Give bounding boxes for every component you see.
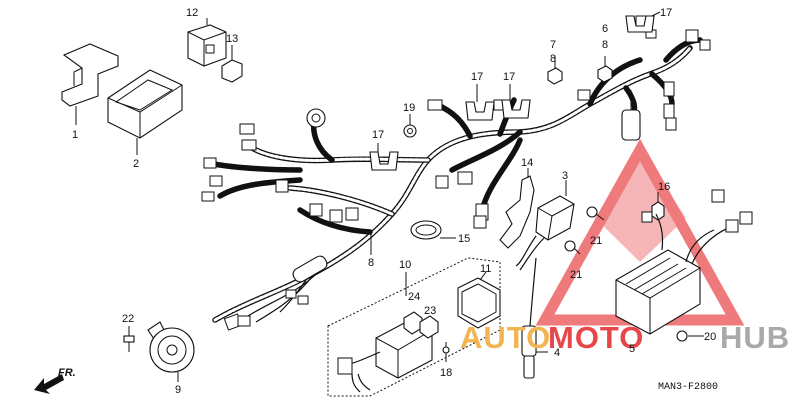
callout-numbers: 1 2 3 4 5 6 7 8 8 8 9 10 11 12 13 14 15 … (72, 7, 716, 396)
callout-4: 4 (554, 347, 560, 359)
callout-11: 11 (480, 263, 491, 275)
callout-8-b: 8 (602, 39, 608, 51)
callout-18: 18 (440, 367, 452, 379)
callout-23: 23 (424, 305, 436, 317)
callout-6: 6 (602, 23, 608, 35)
callout-13: 13 (226, 33, 238, 45)
callout-21-b: 21 (570, 269, 582, 281)
callout-9: 9 (175, 384, 181, 396)
callout-10: 10 (399, 259, 411, 271)
part-21-bolts (564, 206, 605, 255)
part-9-horn (147, 321, 195, 382)
callout-19: 19 (403, 102, 415, 114)
harness-sleeve (292, 255, 328, 283)
part-13-clip (221, 45, 243, 83)
callout-8-c: 8 (368, 257, 374, 269)
part-22-bolt (123, 326, 135, 352)
part-19-washer (403, 114, 417, 138)
callout-17-d: 17 (372, 129, 384, 141)
diagram-code: MAN3-F2800 (658, 382, 718, 393)
watermark-hub: HUB (720, 320, 790, 355)
part-3-ignition-coil (515, 180, 575, 271)
part-6-grommet (597, 56, 613, 83)
callout-24: 24 (408, 291, 420, 303)
harness-connectors (201, 15, 711, 331)
part-17-clips (369, 11, 661, 171)
callout-14: 14 (521, 157, 533, 169)
part-7-grommet (547, 56, 563, 85)
callout-22: 22 (122, 313, 134, 325)
callout-20: 20 (704, 331, 716, 343)
part-11-connector-box (457, 271, 501, 329)
callout-16: 16 (658, 181, 670, 193)
part-5-regulator (615, 189, 753, 335)
callout-21-a: 21 (590, 235, 602, 247)
part-18-screw (442, 342, 450, 362)
part-2-module (107, 69, 183, 155)
callout-12: 12 (186, 7, 198, 19)
watermark-text: AUTO MOTO HUB (460, 320, 790, 355)
callout-2: 2 (133, 158, 139, 170)
callout-7: 7 (550, 39, 556, 51)
callout-17-c: 17 (503, 71, 515, 83)
watermark-auto: AUTO (460, 320, 551, 355)
part-20-nut (676, 330, 704, 342)
watermark-moto: MOTO (548, 320, 644, 355)
callout-5: 5 (629, 343, 635, 355)
callout-1: 1 (72, 129, 78, 141)
callout-15: 15 (458, 233, 470, 245)
callout-3: 3 (562, 170, 568, 182)
part-12-relay (187, 18, 227, 67)
callout-17-a: 17 (660, 7, 672, 19)
part-1-bracket (61, 43, 119, 125)
part-14-bracket (499, 168, 535, 249)
direction-arrow-icon: FR. (34, 367, 76, 394)
part-15-band (410, 220, 456, 240)
callout-17-b: 17 (471, 71, 483, 83)
part-4-plug-lead (521, 257, 548, 379)
part-23-clip (419, 315, 439, 339)
callout-8-a: 8 (550, 53, 556, 65)
direction-label: FR. (58, 367, 76, 379)
